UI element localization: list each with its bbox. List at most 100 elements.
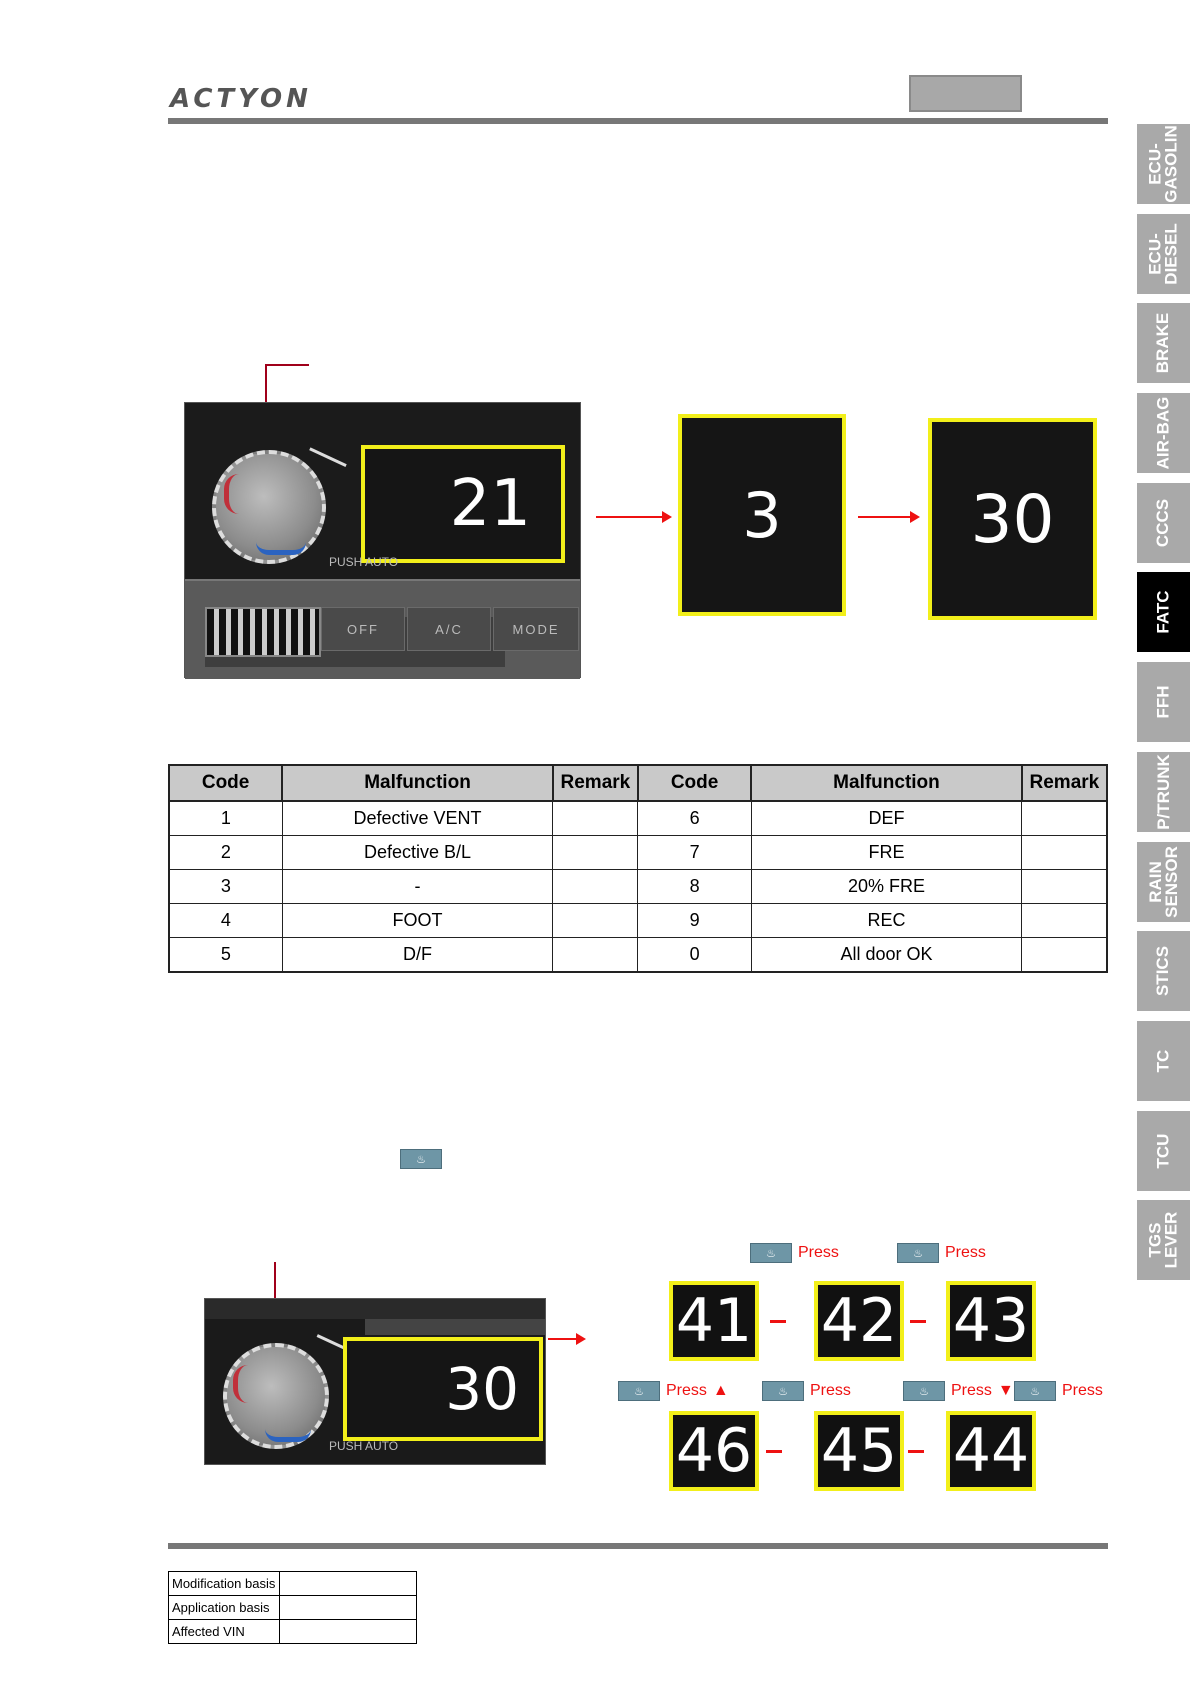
press-label: Press (810, 1382, 851, 1399)
press-group-6: ♨ Press (1014, 1381, 1103, 1401)
ac-button[interactable]: A/C (407, 607, 491, 651)
basis-table: Modification basis Application basis Aff… (168, 1571, 417, 1644)
basis-label: Modification basis (168, 1571, 280, 1596)
code-cell: 5 (168, 937, 283, 973)
side-tab[interactable]: TCU (1137, 1111, 1190, 1191)
remark-cell (1021, 937, 1108, 973)
temperature-knob-2[interactable] (223, 1343, 329, 1449)
basis-value (279, 1595, 417, 1620)
malfunction-cell: DEF (750, 800, 1023, 836)
code-cell: 2 (168, 835, 283, 870)
press-group-2: ♨ Press (897, 1243, 986, 1263)
press-group-5: ♨ Press ▼ (903, 1381, 1014, 1401)
arrow-to-step1 (596, 511, 672, 523)
side-tab[interactable]: FATC (1137, 572, 1190, 652)
header-remark: Remark (551, 764, 639, 802)
defrost-icon: ♨ (750, 1243, 792, 1263)
remark-cell (552, 800, 639, 836)
remark-cell (1021, 903, 1108, 938)
press-group-3: ♨ Press ▲ (618, 1381, 729, 1401)
remark-cell (1021, 835, 1108, 870)
side-tab-label: FATC (1153, 590, 1173, 634)
malfunction-cell: D/F (281, 937, 554, 973)
code-box-42: 42 (814, 1281, 904, 1361)
side-tab[interactable]: RAIN SENSOR (1137, 842, 1190, 922)
side-tab[interactable]: ECU- GASOLIN (1137, 124, 1190, 204)
defrost-icon: ♨ (1014, 1381, 1056, 1401)
footer-rule (168, 1543, 1108, 1549)
table-row: 1 Defective VENT 6 DEF (168, 800, 1108, 836)
side-tab-label: AIR-BAG (1153, 396, 1173, 470)
side-tab[interactable]: FFH (1137, 662, 1190, 742)
arrow-right (910, 1320, 926, 1323)
arrow-to-step2 (858, 511, 920, 523)
side-tab[interactable]: AIR-BAG (1137, 393, 1190, 473)
code-display-step1: 3 (678, 414, 846, 616)
table-row: 3 - 8 20% FRE (168, 869, 1108, 904)
arrow-left (908, 1450, 924, 1453)
code-cell: 0 (637, 937, 752, 973)
header-gray-box (909, 75, 1022, 112)
code-cell: 1 (168, 800, 283, 836)
header-rule (168, 118, 1108, 124)
press-label: Press (666, 1382, 707, 1399)
header-remark-2: Remark (1020, 764, 1109, 802)
side-tab[interactable]: TC (1137, 1021, 1190, 1101)
defrost-icon: ♨ (400, 1149, 442, 1169)
defrost-icon: ♨ (903, 1381, 945, 1401)
table-header-row: Code Malfunction Remark Code Malfunction… (167, 764, 1109, 802)
code-box-43: 43 (946, 1281, 1036, 1361)
basis-value (279, 1619, 417, 1644)
press-label: Press (1062, 1382, 1103, 1399)
table-row: 4 FOOT 9 REC (168, 903, 1108, 938)
side-tab[interactable]: CCCS (1137, 483, 1190, 563)
defrost-icon: ♨ (897, 1243, 939, 1263)
actyon-logo: ACTYON (170, 84, 312, 114)
mode-button[interactable]: MODE (493, 607, 579, 651)
side-tab[interactable]: P/TRUNK (1137, 752, 1190, 832)
off-button[interactable]: OFF (321, 607, 405, 651)
defrost-icon: ♨ (618, 1381, 660, 1401)
temperature-display-2: 30 (343, 1337, 543, 1441)
side-tab-label: TGS LEVER (1145, 1211, 1181, 1269)
basis-label: Affected VIN (168, 1619, 280, 1644)
press-group-4: ♨ Press (762, 1381, 851, 1401)
press-label: Press (798, 1244, 839, 1261)
remark-cell (552, 869, 639, 904)
side-tab[interactable]: STICS (1137, 931, 1190, 1011)
side-tab-label: TC (1153, 1049, 1173, 1073)
malfunction-code-table: Code Malfunction Remark Code Malfunction… (167, 764, 1109, 973)
malfunction-cell: FRE (750, 835, 1023, 870)
header-code: Code (167, 764, 284, 802)
vent-grille (205, 607, 321, 657)
side-tab-label: TCU (1153, 1133, 1173, 1169)
side-tab[interactable]: BRAKE (1137, 303, 1190, 383)
control-panel-figure: 21 PUSH AUTO OFF A/C MODE (184, 402, 581, 679)
code-box-46: 46 (669, 1411, 759, 1491)
arrow-right (770, 1320, 786, 1323)
arrow-left (766, 1450, 782, 1453)
remark-cell (1021, 869, 1108, 904)
defrost-icon: ♨ (762, 1381, 804, 1401)
header-malfunction-2: Malfunction (750, 764, 1023, 802)
malfunction-cell: FOOT (281, 903, 554, 938)
remark-cell (552, 937, 639, 973)
code-box-44: 44 (946, 1411, 1036, 1491)
press-label: Press (951, 1382, 992, 1399)
press-label: Press (945, 1244, 986, 1261)
callout-line-horizontal (265, 364, 309, 366)
temperature-knob[interactable] (212, 450, 326, 564)
malfunction-cell: 20% FRE (750, 869, 1023, 904)
header-malfunction: Malfunction (281, 764, 554, 802)
code-cell: 6 (637, 800, 752, 836)
side-tab[interactable]: ECU- DIESEL (1137, 214, 1190, 294)
control-panel-figure-2: 30 PUSH AUTO (204, 1298, 546, 1465)
remark-cell (1021, 800, 1108, 836)
side-tab-label: RAIN SENSOR (1145, 846, 1181, 918)
table-row: Application basis (168, 1595, 417, 1620)
side-tab-label: P/TRUNK (1153, 754, 1173, 830)
code-cell: 3 (168, 869, 283, 904)
side-tab[interactable]: TGS LEVER (1137, 1200, 1190, 1280)
malfunction-cell: Defective B/L (281, 835, 554, 870)
side-tab-label: STICS (1153, 945, 1173, 997)
